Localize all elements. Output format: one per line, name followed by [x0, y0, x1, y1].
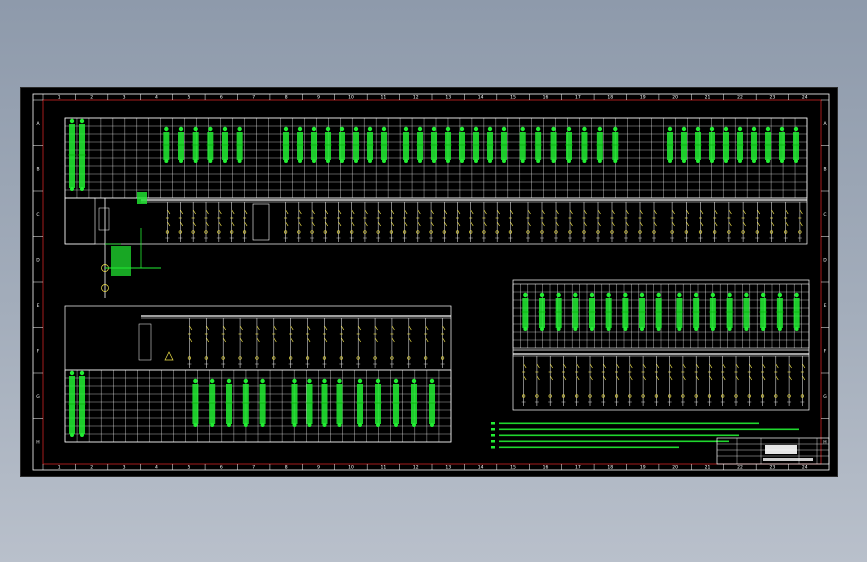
upper-circuit-group-5 — [666, 126, 800, 163]
column-number-bottom: 13 — [445, 465, 451, 471]
column-number-top: 9 — [317, 95, 320, 101]
column-number-bottom: 22 — [737, 465, 743, 471]
electrical-schematic-drawing: 1122334455667788991010111112121313141415… — [32, 93, 830, 471]
logo-mark — [765, 445, 797, 454]
upper-circuit-group-1 — [162, 126, 244, 163]
column-number-top: 5 — [187, 95, 190, 101]
column-number-bottom: 12 — [413, 465, 419, 471]
lower-legend-block — [68, 370, 86, 437]
column-number-bottom: 1 — [58, 465, 61, 471]
column-number-top: 8 — [285, 95, 288, 101]
column-number-top: 22 — [737, 95, 743, 101]
column-number-bottom: 14 — [478, 465, 484, 471]
column-number-top: 14 — [478, 95, 484, 101]
row-letter-right: G — [823, 394, 827, 400]
column-number-bottom: 2 — [90, 465, 93, 471]
right-circuit-group-1 — [521, 292, 663, 331]
column-number-bottom: 3 — [123, 465, 126, 471]
column-number-bottom: 17 — [575, 465, 581, 471]
row-letter-right: A — [823, 121, 827, 127]
column-number-top: 11 — [381, 95, 387, 101]
row-letter-left: E — [37, 303, 40, 309]
row-letter-left: A — [36, 121, 40, 127]
upper-circuit-group-2 — [282, 126, 388, 163]
column-number-bottom: 6 — [220, 465, 223, 471]
column-number-bottom: 4 — [155, 465, 158, 471]
row-letter-right: B — [823, 166, 826, 172]
column-number-bottom: 10 — [348, 465, 354, 471]
right-feeders — [521, 356, 806, 406]
column-number-top: 17 — [575, 95, 581, 101]
column-number-top: 20 — [672, 95, 678, 101]
title-block-text — [763, 458, 813, 461]
upper-feeders-d — [670, 202, 803, 242]
lower-feeder-table — [64, 369, 452, 443]
lower-feeders — [187, 318, 446, 368]
row-letter-right: D — [823, 257, 827, 263]
column-number-bottom: 16 — [543, 465, 549, 471]
column-number-top: 21 — [705, 95, 711, 101]
upper-circuit-group-3 — [402, 126, 508, 163]
column-number-top: 23 — [770, 95, 776, 101]
column-number-top: 4 — [155, 95, 158, 101]
lower-busbar — [141, 315, 451, 319]
row-letter-left: F — [37, 348, 40, 354]
title-block — [716, 437, 830, 465]
column-number-bottom: 21 — [705, 465, 711, 471]
column-number-top: 24 — [802, 95, 808, 101]
row-letter-left: B — [36, 166, 39, 172]
lower-circuit-group-2 — [290, 378, 344, 427]
column-number-bottom: 9 — [317, 465, 320, 471]
lower-circuit-group-3 — [356, 378, 436, 427]
column-number-top: 7 — [252, 95, 255, 101]
row-letter-right: E — [824, 303, 827, 309]
column-number-top: 18 — [607, 95, 613, 101]
column-number-bottom: 19 — [640, 465, 646, 471]
upper-circuit-group-4 — [518, 126, 620, 163]
column-number-top: 2 — [90, 95, 93, 101]
right-circuit-group-2 — [675, 292, 801, 331]
row-letter-right: F — [824, 348, 827, 354]
grid-ruler: 1122334455667788991010111112121313141415… — [33, 94, 829, 471]
upper-busbar — [141, 199, 807, 203]
column-number-bottom: 18 — [607, 465, 613, 471]
right-busbar — [513, 353, 809, 357]
upper-feeders-b — [283, 202, 514, 242]
column-number-top: 13 — [445, 95, 451, 101]
upper-feeders-a — [165, 202, 248, 242]
incoming-supply-section — [64, 192, 161, 298]
column-number-top: 10 — [348, 95, 354, 101]
lower-circuit-group-1 — [191, 378, 267, 427]
column-number-bottom: 24 — [802, 465, 808, 471]
upper-feeders-c — [526, 202, 657, 242]
column-number-top: 19 — [640, 95, 646, 101]
row-letter-left: C — [36, 212, 39, 218]
column-number-bottom: 8 — [285, 465, 288, 471]
column-number-bottom: 7 — [252, 465, 255, 471]
column-number-bottom: 5 — [187, 465, 190, 471]
row-letter-left: D — [36, 257, 40, 263]
row-letter-left: H — [36, 439, 39, 445]
row-letter-right: H — [823, 439, 826, 445]
general-notes-block — [491, 422, 799, 449]
column-number-top: 15 — [510, 95, 516, 101]
column-number-bottom: 11 — [381, 465, 387, 471]
row-letter-left: G — [36, 394, 40, 400]
column-number-bottom: 15 — [510, 465, 516, 471]
column-number-top: 16 — [543, 95, 549, 101]
column-number-bottom: 20 — [672, 465, 678, 471]
row-letter-right: C — [823, 212, 826, 218]
column-number-top: 1 — [58, 95, 61, 101]
column-number-top: 3 — [123, 95, 126, 101]
column-number-top: 12 — [413, 95, 419, 101]
column-number-bottom: 23 — [770, 465, 776, 471]
upper-legend-block — [68, 118, 86, 191]
column-number-top: 6 — [220, 95, 223, 101]
